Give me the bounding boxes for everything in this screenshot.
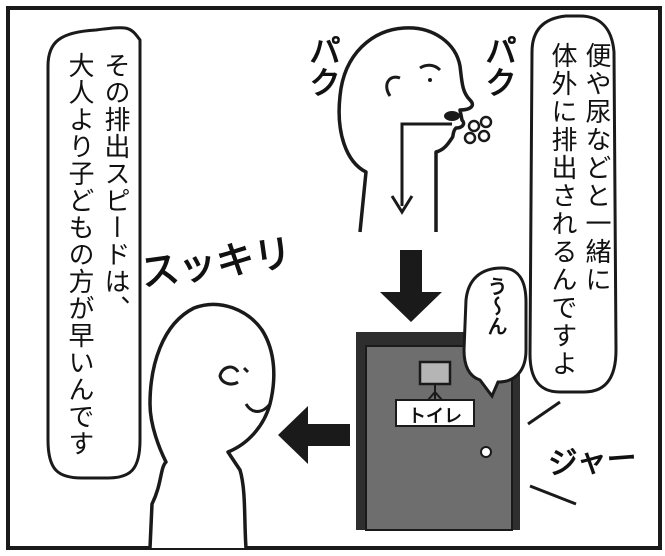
speech-left-line-2: 大人より子どもの方が早いんです: [64, 52, 94, 457]
panel-frame: [6, 6, 662, 550]
groan-bubble: [462, 266, 528, 399]
toilet-door: [356, 332, 520, 531]
eating-person: [337, 26, 493, 233]
food-crumb: [477, 129, 491, 143]
door-knob: [480, 446, 492, 458]
left-arrow: [278, 406, 350, 464]
flush-line: [529, 484, 577, 506]
flush-line: [527, 400, 561, 426]
speech-right-line-2: 体外に排出されるんですよ: [547, 42, 577, 378]
sfx-paku-right: パク: [480, 34, 518, 98]
left-speech-bubble: [46, 26, 142, 480]
toilet-sign-label: トイレ: [408, 406, 462, 427]
speech-right-line-1: 便や尿などと一緒に: [581, 42, 611, 294]
down-arrow: [380, 250, 442, 322]
toilet-sign: [395, 399, 475, 427]
right-speech-bubble: [528, 14, 618, 394]
speech-left-line-1: その排出スピードは、: [100, 52, 130, 322]
relieved-person: [148, 302, 276, 549]
sfx-jaa: ジャー: [547, 440, 638, 483]
food-crumb: [467, 119, 481, 133]
sfx-paku-left: パク: [304, 34, 342, 98]
food-crumb: [479, 115, 493, 129]
food-crumb: [463, 131, 477, 145]
sfx-uun: う〜ん: [484, 276, 508, 336]
